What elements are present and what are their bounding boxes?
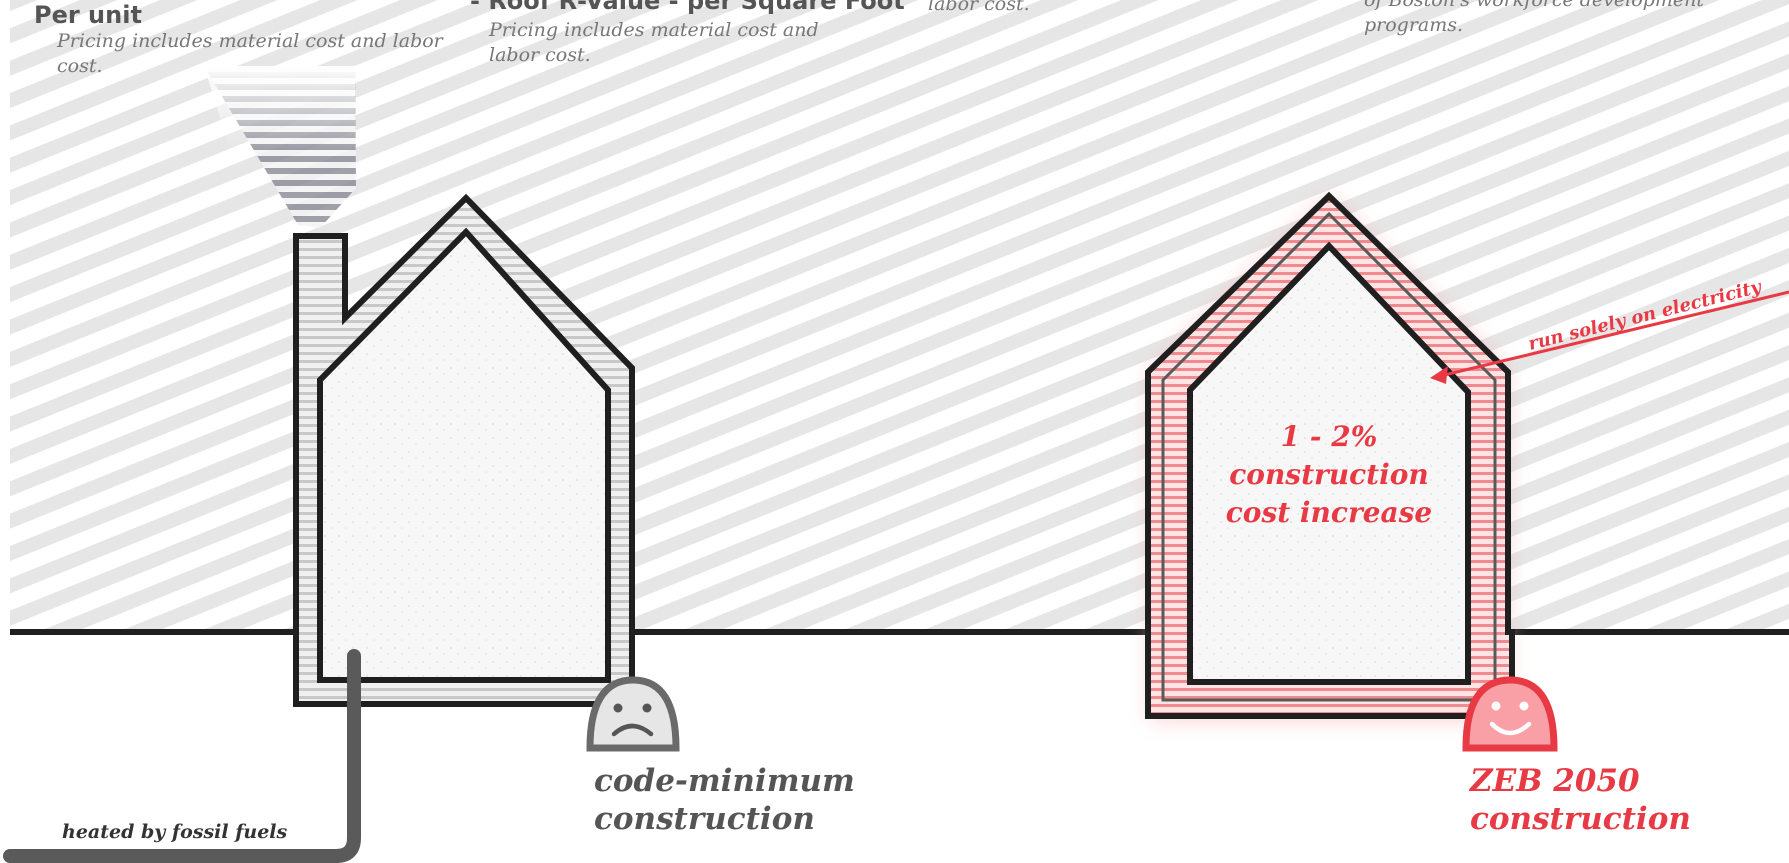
card-4-body: of Boston's workforce development progra… (1364, 0, 1704, 36)
zeb-caption: ZEB 2050 construction (1470, 762, 1691, 838)
caption-line-2: construction (1470, 801, 1691, 837)
zeb-house (1145, 191, 1515, 720)
fossil-fuel-label: heated by fossil fuels (62, 821, 288, 843)
electricity-arrow (1430, 290, 1789, 384)
card-1-title: Per unit (34, 1, 142, 29)
sad-face-icon (586, 676, 680, 752)
card-2-title: - Roof R-Value - per Square Foot (470, 0, 905, 15)
cost-line-1: 1 - 2% (1280, 420, 1378, 453)
smoke-fade (204, 66, 355, 150)
caption-line-2: construction (594, 801, 815, 837)
code-minimum-house (3, 66, 635, 863)
interior (317, 227, 611, 683)
cost-line-2: construction (1229, 458, 1429, 491)
card-2-body: Pricing includes material cost and labor… (489, 19, 819, 66)
cost-increase-label: 1 - 2% construction cost increase (1190, 418, 1468, 532)
insulation-layer (1161, 211, 1497, 702)
cost-line-3: cost increase (1225, 496, 1433, 529)
card-1-body: Pricing includes material cost and labor… (57, 30, 443, 77)
fuel-pipe (3, 649, 361, 863)
caption-line-1: ZEB 2050 (1470, 763, 1640, 799)
happy-face-icon (1462, 676, 1558, 752)
interior (1187, 241, 1471, 685)
caption-line-1: code-minimum (594, 763, 855, 799)
code-minimum-caption: code-minimum construction (594, 762, 855, 838)
card-3-body: labor cost. (928, 0, 1030, 15)
